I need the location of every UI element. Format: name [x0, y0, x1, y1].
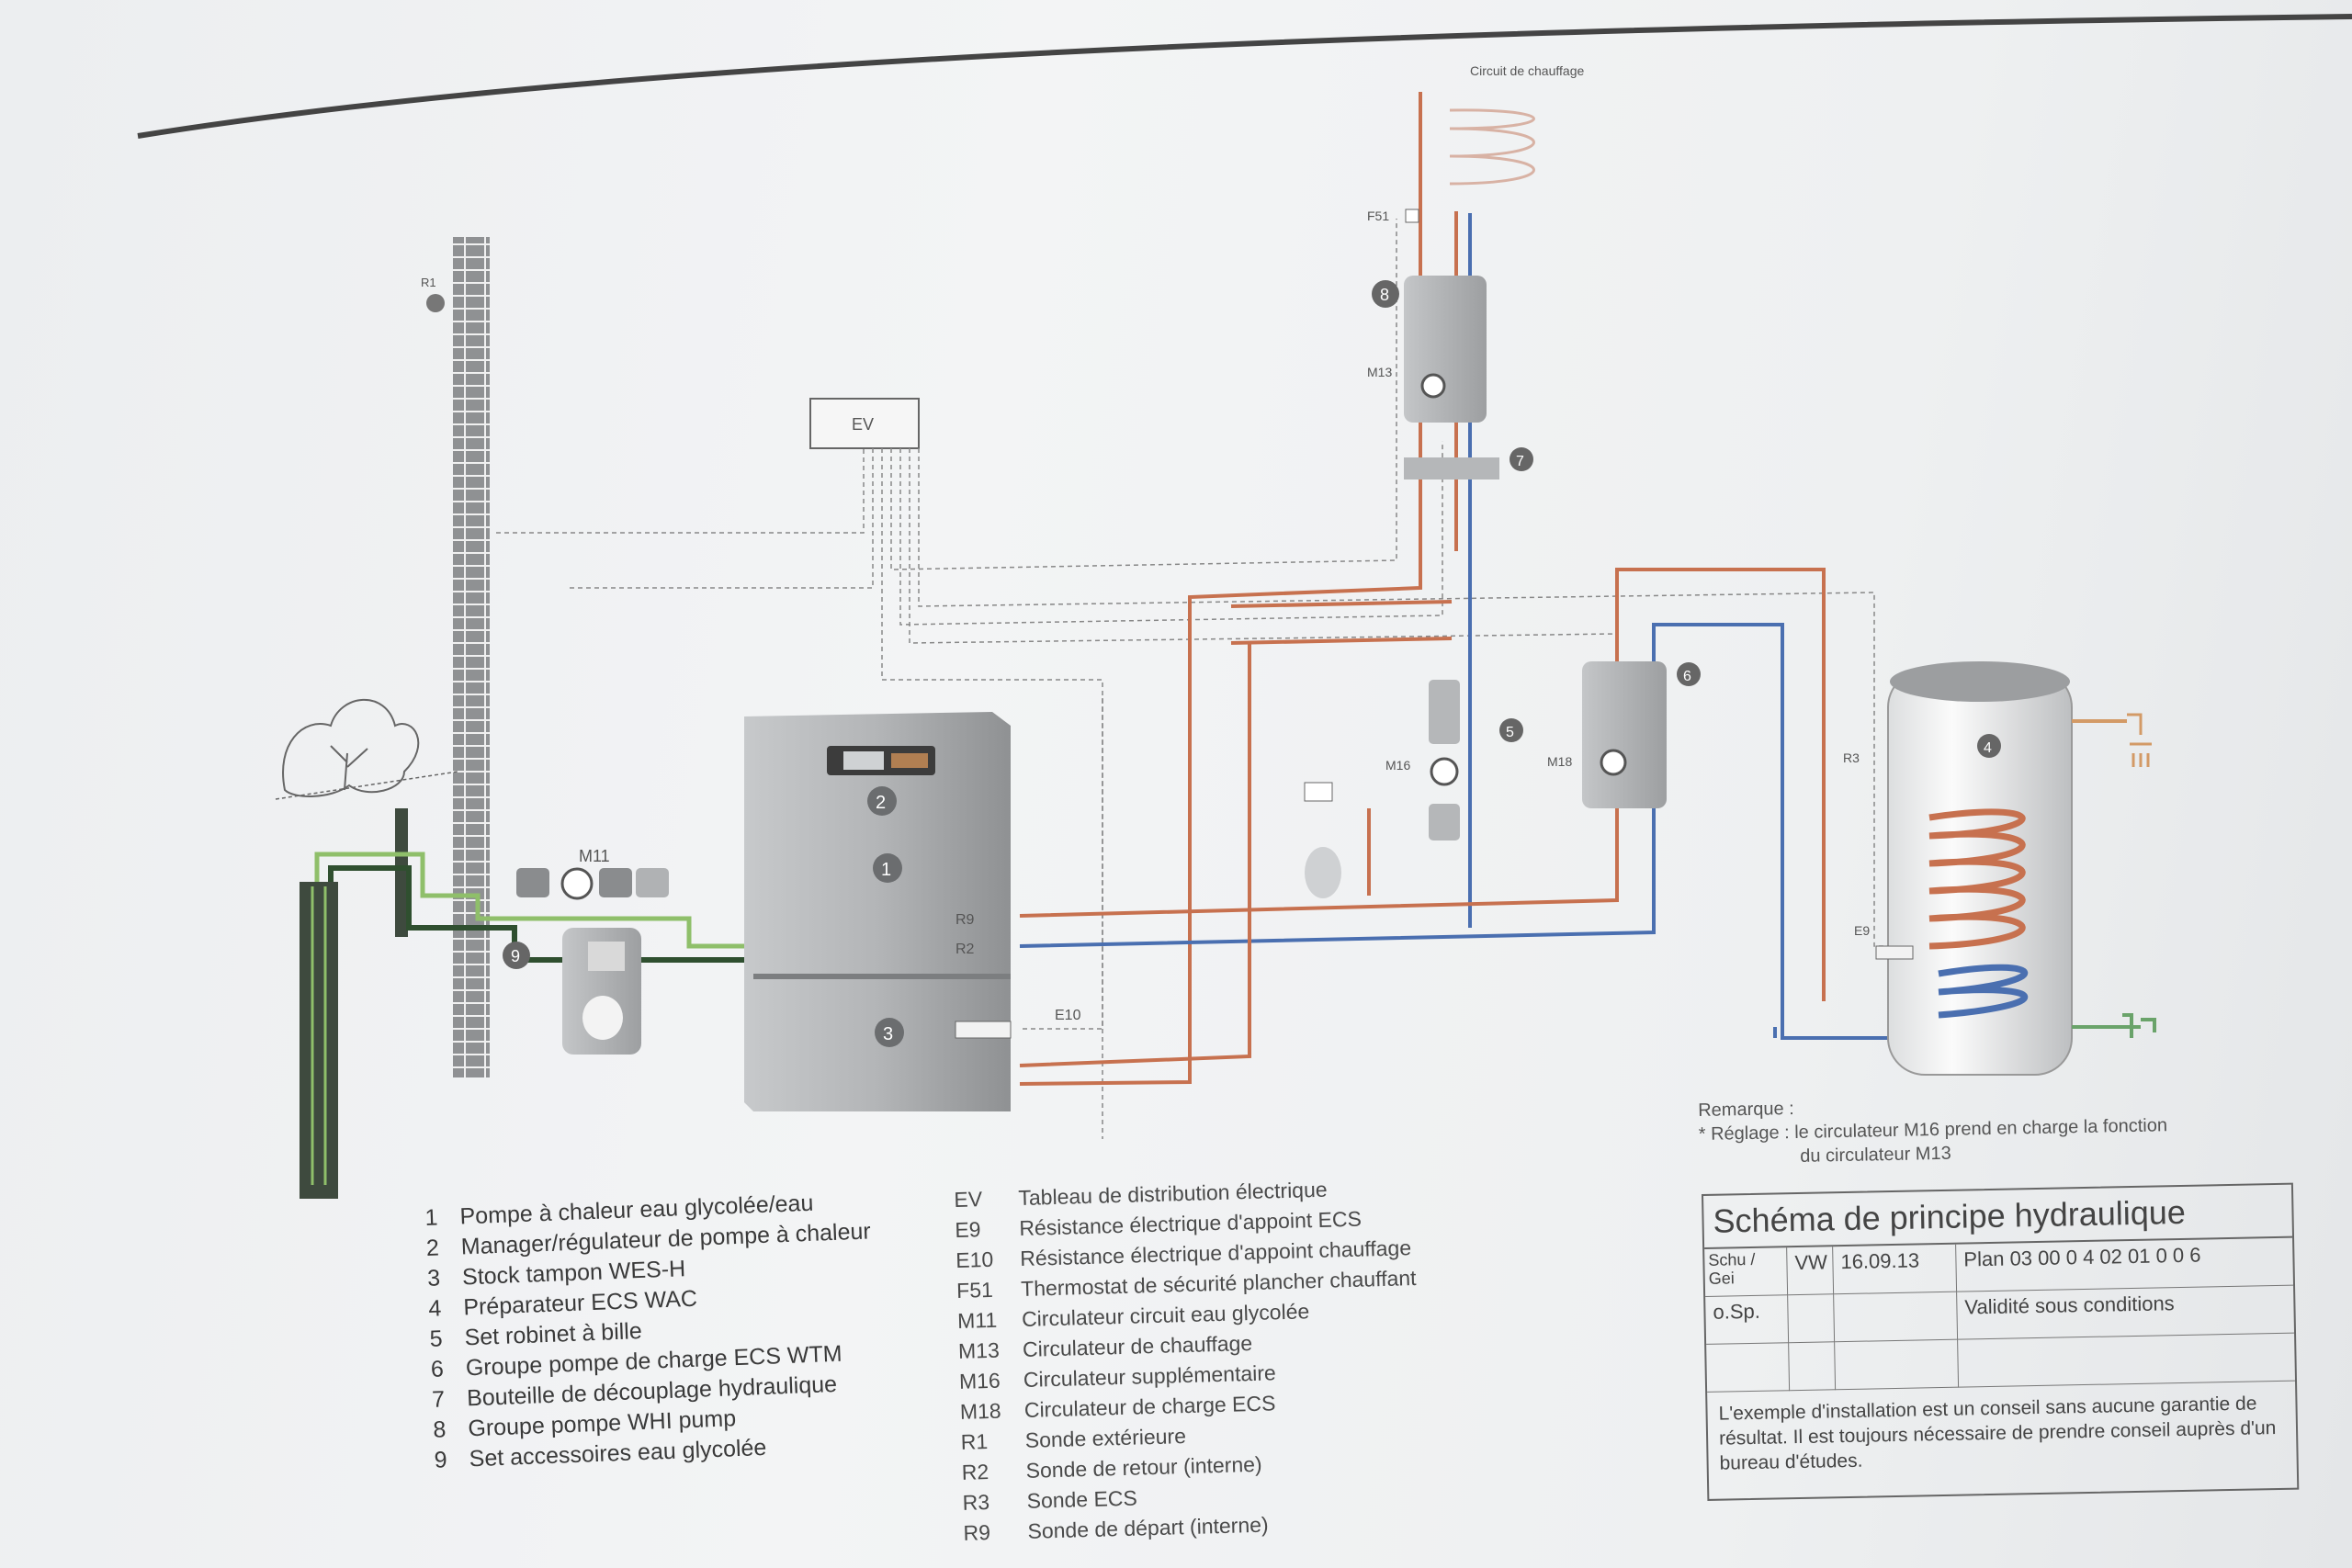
ball-valve-set-5a: [1429, 680, 1460, 744]
expansion-vessel-icon: [582, 996, 623, 1040]
heater-e10: [955, 1021, 1012, 1039]
ground-line: [275, 771, 458, 800]
title-block-grid: Schu / Gei VW 16.09.13 Plan 03 00 0 4 02…: [1704, 1237, 2296, 1393]
legend-key: 5: [429, 1325, 444, 1352]
legend-key: R9: [963, 1520, 991, 1545]
flow-pipe-r9: [1019, 568, 1826, 1001]
heating-return-pipe: [1019, 92, 1422, 1086]
legend-text: Circulateur de chauffage: [1022, 1330, 1253, 1361]
empty-cell: [1835, 1339, 1960, 1391]
ground-probe: [300, 882, 338, 1199]
legend-key: M13: [957, 1337, 1001, 1363]
legend-key: 1: [424, 1204, 439, 1231]
legend-key: 9: [434, 1447, 448, 1473]
disclaimer-note: L'exemple d'installation est un conseil …: [1718, 1393, 2277, 1474]
charge-pump-group-6: [1582, 661, 1667, 808]
tap-icon: [2072, 1013, 2156, 1038]
legend-key: 6: [430, 1356, 445, 1382]
empty-cell: [1958, 1333, 2296, 1388]
legend-key: 7: [431, 1386, 446, 1413]
return-pipe-r2: [1019, 623, 1920, 1040]
number-5: 5: [1506, 725, 1514, 740]
number-8: 8: [1380, 286, 1389, 304]
legend-key: M16: [958, 1368, 1001, 1393]
empty-cell: [1706, 1343, 1791, 1393]
number-2: 2: [876, 793, 886, 813]
label-f51: F51: [1367, 209, 1389, 223]
legend-text: Set robinet à bille: [464, 1318, 643, 1351]
electrical-panel: [809, 398, 920, 449]
checker-cell: VW: [1787, 1247, 1835, 1296]
validity-cell: Validité sous conditions: [1957, 1285, 2295, 1340]
shower-icon: [2127, 713, 2152, 767]
label-m11: M11: [579, 847, 610, 865]
legend-key: E9: [955, 1217, 981, 1242]
legend-key: E10: [955, 1247, 994, 1272]
paper-edge: [137, 14, 2352, 139]
hot-coil: [1928, 808, 2026, 950]
pump-m11-icon: [560, 867, 594, 900]
hydraulic-separator: [1404, 457, 1499, 479]
title-block: Schéma de principe hydraulique Schu / Ge…: [1702, 1182, 2300, 1501]
label-e10: E10: [1055, 1008, 1081, 1023]
expansion-vessel-icon: [1305, 847, 1341, 898]
dhw-tank: 4 E9 R3: [1843, 661, 2073, 1076]
heat-pump-unit: 2 1 3 E10: [744, 712, 1081, 1111]
legend-key: R2: [961, 1460, 989, 1484]
legend-key: 2: [425, 1235, 440, 1261]
empty-cell: [1788, 1294, 1836, 1344]
pump-group-8: [1404, 276, 1487, 423]
number-4: 4: [1984, 740, 1992, 756]
label-circuit: Circuit de chauffage: [1470, 63, 1584, 78]
legend-key: EV: [954, 1187, 983, 1212]
number-3: 3: [883, 1024, 893, 1044]
legend-text: Sonde ECS: [1026, 1485, 1138, 1513]
legend-text: Sonde de départ (interne): [1027, 1512, 1269, 1543]
label-m13: M13: [1367, 365, 1392, 379]
plan-number-cell: Plan 03 00 0 4 02 01 0 0 6: [1956, 1237, 2294, 1292]
label-r1: R1: [421, 276, 436, 289]
control-wiring: [496, 219, 1902, 1139]
legend-key: M18: [959, 1398, 1001, 1424]
legend-key: 4: [427, 1295, 442, 1322]
remark-block: Remarque : * Réglage : le circulateur M1…: [1698, 1089, 2168, 1170]
author-cell: Schu / Gei: [1704, 1247, 1789, 1297]
date-cell: 16.09.13: [1833, 1244, 1958, 1295]
sensor-r1-icon: [426, 294, 445, 312]
ball-valve-set-5b: [1429, 804, 1460, 840]
brick-wall: [453, 237, 490, 1077]
glycol-accessories: M11 9: [503, 847, 669, 1055]
number-1: 1: [881, 860, 891, 880]
legend-key: R3: [962, 1490, 990, 1515]
legend-text: Sonde de retour (interne): [1025, 1451, 1262, 1483]
heater-e9: [1875, 945, 1914, 960]
label-ev: EV: [852, 415, 874, 434]
label-r3: R3: [1843, 750, 1860, 765]
legend-key: 3: [426, 1265, 441, 1292]
legend-key: F51: [956, 1277, 994, 1303]
empty-cell: [1789, 1342, 1837, 1392]
legend-text: Sonde extérieure: [1024, 1424, 1187, 1452]
cold-coil: [1938, 964, 2029, 1019]
empty-cell: [1834, 1292, 1959, 1343]
label-r2: R2: [956, 942, 975, 957]
legend-key: R1: [960, 1429, 989, 1454]
number-9: 9: [511, 947, 520, 965]
legend-key: M11: [956, 1307, 998, 1333]
status-cell: o.Sp.: [1705, 1295, 1790, 1345]
glycol-pipe-supply: [314, 852, 763, 949]
label-e9: E9: [1854, 923, 1870, 938]
label-m18: M18: [1547, 754, 1572, 769]
legend-text: Circulateur supplémentaire: [1023, 1360, 1277, 1392]
number-6: 6: [1683, 669, 1691, 684]
tree-icon: [282, 698, 420, 797]
legend-key: 8: [432, 1416, 447, 1443]
label-r9: R9: [956, 912, 975, 928]
number-7: 7: [1516, 454, 1524, 469]
legend-text: Circulateur de charge ECS: [1023, 1391, 1276, 1422]
label-m16: M16: [1385, 758, 1410, 773]
